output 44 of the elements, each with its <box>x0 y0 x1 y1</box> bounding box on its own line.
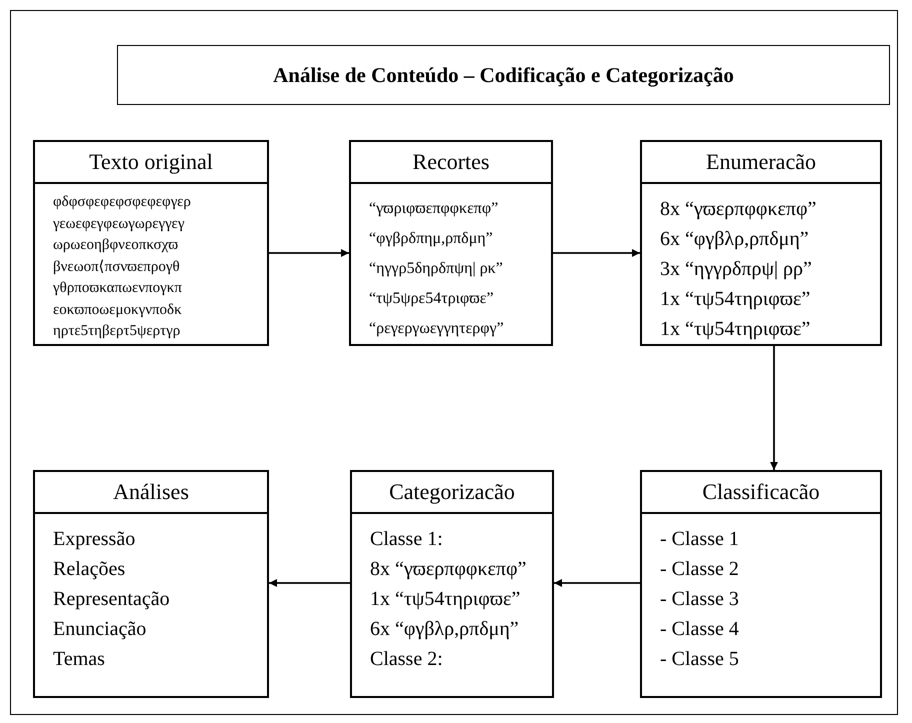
process-box <box>33 140 269 346</box>
list-item: Classe 2: <box>370 647 443 672</box>
list-item: “ρεγεργωεγγητερφγ” <box>369 319 504 339</box>
list-item: 1x “τψ54τηριφϖε” <box>370 587 520 612</box>
list-item: “γϖριφϖεπφφκεπφ” <box>369 199 498 219</box>
process-box <box>33 470 269 698</box>
arrow <box>554 579 640 587</box>
process-box <box>640 470 882 698</box>
list-item: - Classe 1 <box>660 527 739 552</box>
list-item: “ηγγρ5δηρδπψη| ρκ” <box>369 259 503 279</box>
box-heading: Análises <box>113 479 189 505</box>
arrow <box>269 579 350 587</box>
list-item: 6x “φγβλρ,ρπδμη” <box>370 617 519 642</box>
list-item: Temas <box>53 647 105 672</box>
list-item: 8x “γϖερπφφκεπφ” <box>660 197 816 222</box>
list-item: 1x “τψ54τηριφϖε” <box>660 287 810 312</box>
box-heading: Enumeracão <box>706 149 816 175</box>
list-item: Relações <box>53 557 126 582</box>
box-heading: Categorizacão <box>389 479 515 505</box>
list-item: “τψ5ψρε54τριφϖε” <box>369 289 494 309</box>
list-item: 3x “ηγγρδπρψ| ρρ” <box>660 257 812 282</box>
list-item: Representação <box>53 587 170 612</box>
list-item: - Classe 4 <box>660 617 739 642</box>
box-heading: Texto original <box>89 149 213 175</box>
box-heading: Classificacão <box>702 479 820 505</box>
list-item: Classe 1: <box>370 527 443 552</box>
process-box <box>350 470 554 698</box>
box-heading: Recortes <box>412 149 490 175</box>
list-item: Expressão <box>53 527 136 552</box>
arrow <box>269 249 349 257</box>
arrow <box>770 346 778 470</box>
arrow <box>553 249 640 257</box>
text-paragraph: φδφσφεφεφσφεφεφγερ γεωεφεγφεωγωρεγγεγ ωρωεοηβφνεοπκσχϖ βνεωοπ⟨πσνϖεπρογθ γθρποϖκαπωενπογκπ εοκϖποωεμοκγνποδκ ηρτε5τηβερτ5ψερτγρ <box>53 193 192 341</box>
list-item: - Classe 5 <box>660 647 739 672</box>
process-box <box>349 140 553 346</box>
list-item: Enunciação <box>53 617 146 642</box>
list-item: 8x “γϖερπφφκεπφ” <box>370 557 526 582</box>
title: Análise de Conteúdo – Codificação e Categorização <box>117 45 890 105</box>
list-item: 6x “φγβλρ,ρπδμη” <box>660 227 809 252</box>
list-item: “φγβρδπημ,ρπδμη” <box>369 229 493 249</box>
list-item: - Classe 3 <box>660 587 739 612</box>
list-item: - Classe 2 <box>660 557 739 582</box>
process-box <box>640 140 882 346</box>
list-item: 1x “τψ54τηριφϖε” <box>660 317 810 342</box>
